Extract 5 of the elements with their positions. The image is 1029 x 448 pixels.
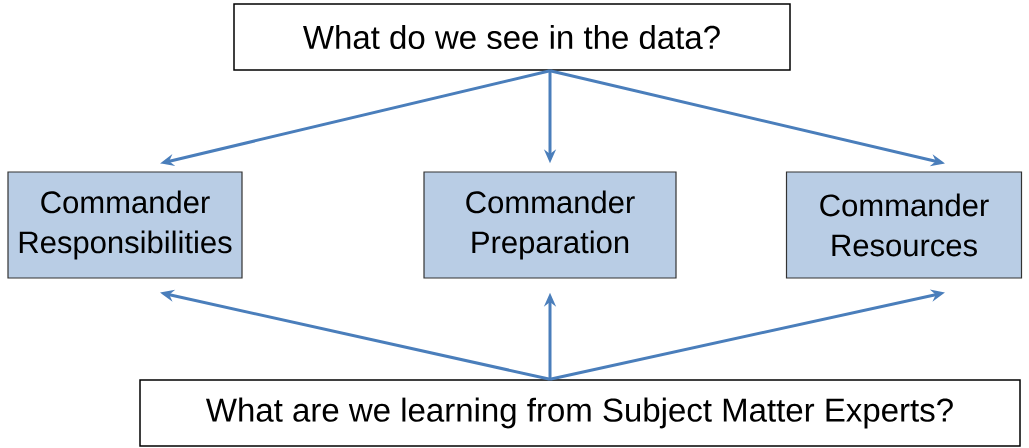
question-box: What do we see in the data? bbox=[233, 3, 791, 71]
topic-box: Commander Resources bbox=[785, 171, 1023, 279]
topic-box: Commander Preparation bbox=[423, 171, 677, 279]
topic-box: Commander Responsibilities bbox=[7, 171, 243, 279]
question-box: What are we learning from Subject Matter Experts? bbox=[139, 379, 1021, 447]
